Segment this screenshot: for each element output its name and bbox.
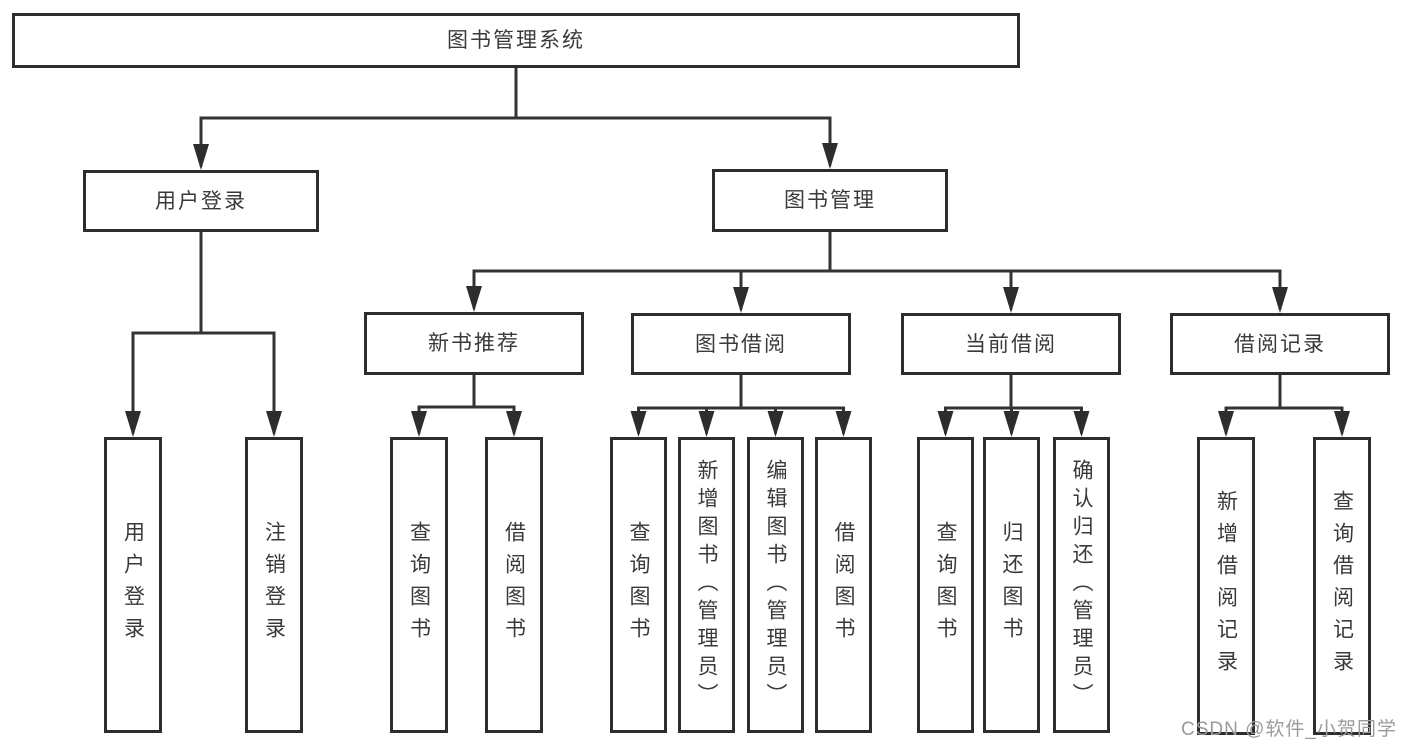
node-label: 查询图书 <box>627 521 650 649</box>
node-bb-query-book: 查询图书 <box>610 437 667 733</box>
edge-root <box>193 66 838 170</box>
watermark: CSDN @软件_小贺同学 <box>1181 719 1397 740</box>
node-label: 查询图书 <box>407 521 431 649</box>
node-label: 新书推荐 <box>428 332 520 355</box>
node-cb-return-book: 归还图书 <box>983 437 1040 733</box>
node-label: 图书管理 <box>784 189 876 212</box>
node-bb-borrow-book: 借阅图书 <box>815 437 872 733</box>
node-label: 借阅记录 <box>1234 332 1326 356</box>
node-label: 当前借阅 <box>965 332 1057 356</box>
edge-borrow-records <box>1218 373 1350 437</box>
node-current-borrow: 当前借阅 <box>901 313 1121 375</box>
node-label: 编辑图书（管理员） <box>764 459 787 711</box>
edge-book-borrow <box>630 373 852 437</box>
edge-new-book-rec <box>411 373 522 437</box>
node-label: 注销登录 <box>262 521 286 649</box>
node-label: 图书借阅 <box>695 332 787 356</box>
edge-user-login <box>125 230 282 437</box>
node-login: 用户登录 <box>104 437 162 733</box>
node-book-mgmt: 图书管理 <box>712 169 948 232</box>
node-bb-edit-book: 编辑图书（管理员） <box>747 437 804 733</box>
node-rec-query-book: 查询图书 <box>390 437 448 733</box>
edge-current-borrow <box>937 373 1090 437</box>
node-label: 图书管理系统 <box>447 29 585 52</box>
node-label: 新增图书（管理员） <box>695 459 718 711</box>
node-label: 归还图书 <box>1000 521 1023 649</box>
node-label: 用户登录 <box>121 521 145 649</box>
node-new-book-rec: 新书推荐 <box>364 312 584 375</box>
node-bb-add-book: 新增图书（管理员） <box>678 437 735 733</box>
node-root: 图书管理系统 <box>12 13 1020 68</box>
node-br-query-record: 查询借阅记录 <box>1313 437 1371 735</box>
node-label: 用户登录 <box>155 189 247 213</box>
node-label: 借阅图书 <box>502 521 526 649</box>
node-user-login: 用户登录 <box>83 170 319 232</box>
node-label: 确认归还（管理员） <box>1070 459 1093 711</box>
node-label: 查询借阅记录 <box>1330 490 1354 682</box>
node-cb-confirm-return: 确认归还（管理员） <box>1053 437 1110 733</box>
node-borrow-records: 借阅记录 <box>1170 313 1390 375</box>
node-logout: 注销登录 <box>245 437 303 733</box>
node-br-add-record: 新增借阅记录 <box>1197 437 1255 735</box>
node-label: 查询图书 <box>934 521 957 649</box>
node-label: 借阅图书 <box>832 521 855 649</box>
node-rec-borrow-book: 借阅图书 <box>485 437 543 733</box>
edge-book-mgmt <box>466 230 1288 313</box>
node-book-borrow: 图书借阅 <box>631 313 851 375</box>
node-label: 新增借阅记录 <box>1214 490 1238 682</box>
node-cb-query-book: 查询图书 <box>917 437 974 733</box>
